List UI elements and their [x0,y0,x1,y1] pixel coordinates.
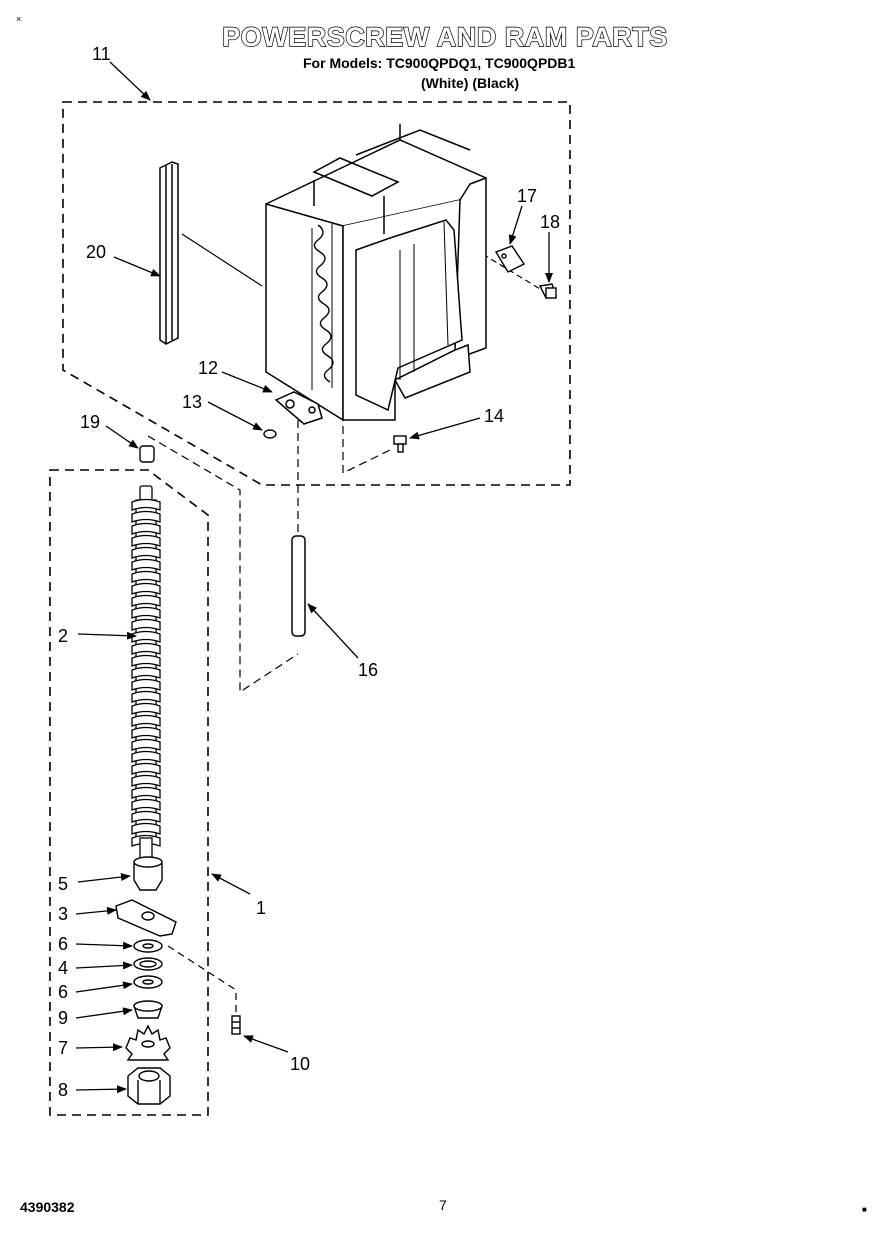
powerscrew-thread [131,822,161,835]
part-17-bracket [494,245,526,273]
part-20-strip [159,161,179,345]
powerscrew-thread [131,666,161,679]
callout-13: 13 [182,392,202,412]
screw-hole-line-14 [342,400,391,474]
ram-helix-track [311,224,334,390]
page-number: 7 [439,1197,447,1213]
part-14-screw [393,435,407,453]
powerscrew-thread [131,546,161,559]
callout-7: 7 [58,1038,68,1058]
corner-dot: ■ [862,1205,867,1214]
part-5-bushing [133,856,163,891]
powerscrew-thread [131,798,161,811]
ram-assembly-boundary [62,101,571,486]
callout-4: 4 [58,958,68,978]
part-18-screw [538,283,557,299]
callout-14: 14 [484,406,504,426]
part-3-plate [115,899,177,937]
powerscrew-thread [131,594,161,607]
callout-6a: 6 [58,934,68,954]
powerscrew-thread [131,582,161,595]
strip-leader-line [181,233,263,287]
powerscrew-thread [131,702,161,715]
powerscrew-thread [131,678,161,691]
callout-2: 2 [58,626,68,646]
part-16-rod [291,535,306,637]
powerscrew-thread [131,618,161,631]
callout-12: 12 [198,358,218,378]
part-8-nut [127,1067,171,1105]
title-block: POWERSCREW AND RAM PARTS [0,21,886,53]
part-6-washer-bottom [133,975,163,989]
powerscrew-thread [131,774,161,787]
powerscrew-thread [131,498,161,511]
callout-9: 9 [58,1008,68,1028]
part-19-cap [139,445,155,463]
models-line: For Models: TC900QPDQ1, TC900QPDB1 [303,55,576,71]
callout-17: 17 [517,186,537,206]
part-6-washer-top [133,939,163,953]
powerscrew-thread [131,762,161,775]
part-9-spacer [133,1000,163,1019]
callout-3: 3 [58,904,68,924]
powerscrew-thread [131,642,161,655]
part-10-screw [231,1015,241,1035]
powerscrew-thread [131,558,161,571]
powerscrew-thread [131,810,161,823]
page-title: POWERSCREW AND RAM PARTS [222,21,668,52]
powerscrew-thread [131,726,161,739]
colors-line: (White) (Black) [421,75,519,91]
callout-19: 19 [80,412,100,432]
powerscrew-assembly-boundary [49,469,209,1116]
part-13-washer [263,429,277,439]
powerscrew-thread [131,690,161,703]
powerscrew-thread [131,534,161,547]
document-number: 4390382 [20,1199,75,1215]
callout-6b: 6 [58,982,68,1002]
powerscrew-thread [131,738,161,751]
callout-11: 11 [92,44,111,64]
powerscrew-thread [131,750,161,763]
powerscrew-thread [131,786,161,799]
powerscrew-thread [131,570,161,583]
powerscrew-thread [131,606,161,619]
ram-box [265,124,487,422]
part-2-powerscrew [131,485,161,861]
callout-20: 20 [86,242,106,262]
powerscrew-thread [131,522,161,535]
callout-10: 10 [290,1054,310,1074]
powerscrew-thread [131,510,161,523]
callout-18: 18 [540,212,560,232]
callout-5: 5 [58,874,68,894]
part-7-sprocket [125,1024,171,1061]
plate-to-screw-line [167,945,237,1014]
part-12-pivot [274,391,323,425]
ram-rod-guide-line [147,435,299,694]
callout-arrows [75,61,553,1094]
callout-8: 8 [58,1080,68,1100]
powerscrew-thread [131,654,161,667]
powerscrew-thread [131,714,161,727]
corner-mark: × [16,14,22,24]
callout-1: 1 [256,898,266,918]
callout-16: 16 [358,660,378,680]
part-4-bearing [133,957,163,971]
powerscrew-thread [131,630,161,643]
